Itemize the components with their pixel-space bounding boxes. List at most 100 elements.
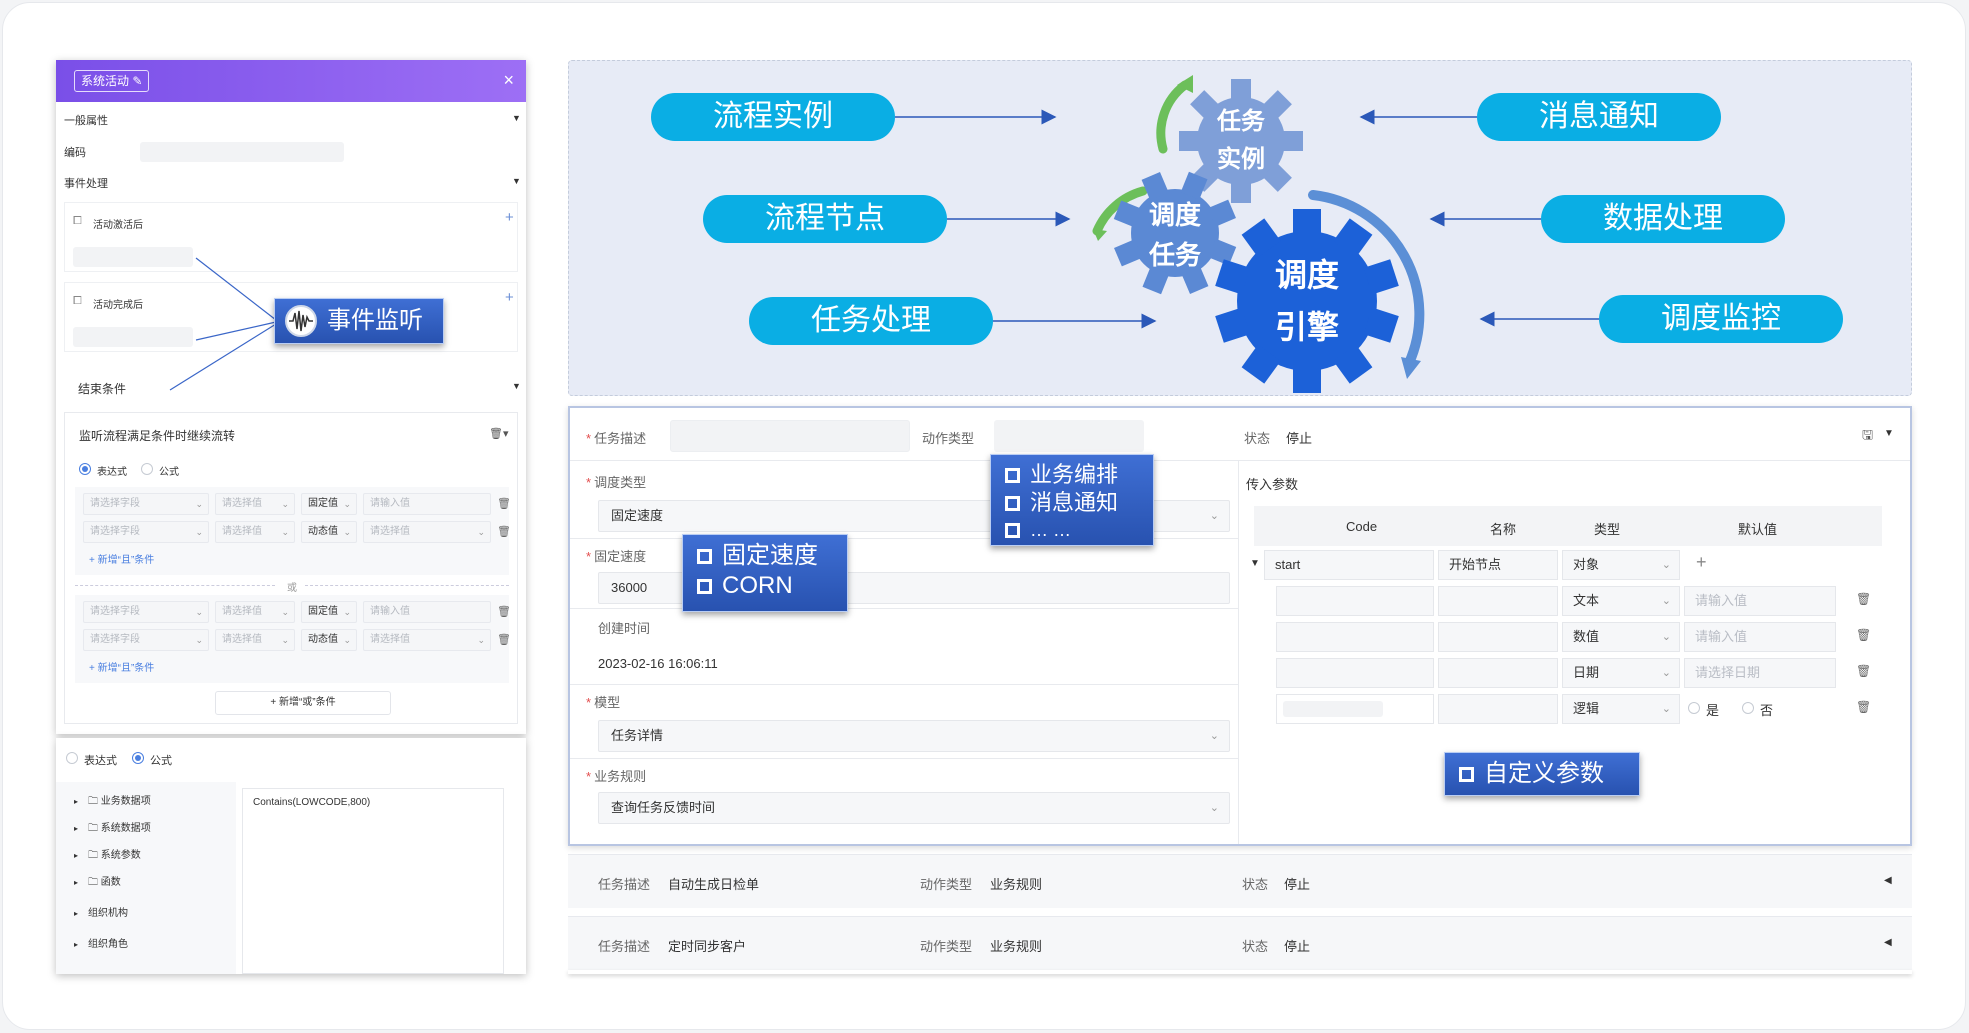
tree-item[interactable]: ▸组织角色 [74, 939, 128, 950]
select-dynamic-value[interactable]: 动态值⌄ [301, 521, 357, 543]
trash-icon[interactable]: 🗑 [1856, 664, 1872, 678]
save-icon[interactable]: 🖫 [1862, 427, 1874, 442]
radio-yes[interactable] [1688, 702, 1700, 714]
close-icon[interactable]: × [503, 70, 514, 90]
trash-icon[interactable]: 🗑 [497, 634, 511, 646]
select-value[interactable]: 请选择值⌄ [215, 521, 295, 543]
formula-editor[interactable]: Contains(LOWCODE,800) [242, 788, 504, 974]
add-and-condition[interactable]: + 新增“且”条件 [89, 663, 155, 674]
after-activate-placeholder[interactable] [73, 247, 193, 267]
radio-formula[interactable] [132, 752, 144, 764]
param-type[interactable]: 逻辑⌄ [1562, 694, 1680, 724]
delete-icon[interactable]: 🗑▾ [489, 428, 509, 440]
trash-icon[interactable]: 🗑 [497, 498, 511, 510]
chevron-down-icon[interactable]: ▼ [512, 176, 521, 186]
chevron-down-icon[interactable]: ▼ [1884, 428, 1894, 439]
task-row[interactable]: 任务描述 定时同步客户 动作类型 业务规则 状态 停止 ◀ [568, 916, 1912, 970]
trash-icon[interactable]: 🗑 [1856, 700, 1872, 714]
param-name[interactable] [1438, 622, 1558, 652]
expand-icon[interactable]: ◀ [1884, 937, 1892, 948]
param-name[interactable] [1438, 586, 1558, 616]
select-value[interactable]: 请选择值⌄ [363, 521, 491, 543]
task-desc-value: 定时同步客户 [668, 939, 747, 954]
tree-item[interactable]: ▸🗀 业务数据项 [74, 796, 151, 807]
end-condition-label: 结束条件 [78, 382, 127, 396]
trash-icon[interactable]: 🗑 [497, 526, 511, 538]
param-type[interactable]: 对象⌄ [1562, 550, 1680, 580]
code-label: 编码 [64, 147, 86, 159]
col-name: 名称 [1490, 522, 1517, 537]
radio-expression[interactable] [66, 752, 78, 764]
expand-icon[interactable]: ◀ [1884, 875, 1892, 886]
tree-item[interactable]: ▸🗀 函数 [74, 877, 121, 888]
select-fixed-value[interactable]: 固定值⌄ [301, 601, 357, 623]
param-code[interactable] [1276, 586, 1434, 616]
tree-item[interactable]: ▸🗀 系统数据项 [74, 823, 151, 834]
param-name[interactable] [1438, 694, 1558, 724]
param-type[interactable]: 文本⌄ [1562, 586, 1680, 616]
param-default[interactable]: 请输入值 [1684, 622, 1836, 652]
task-desc-input[interactable] [670, 420, 910, 452]
general-props-label: 一般属性 [64, 115, 108, 127]
radio-formula[interactable] [141, 463, 153, 475]
gear-task-instance-label: 任务实例 [1217, 108, 1265, 173]
param-default[interactable]: 请选择日期 [1684, 658, 1836, 688]
add-icon[interactable]: + [505, 209, 514, 226]
msg-notify-label: 消息通知 [1030, 490, 1119, 515]
action-type-input[interactable] [994, 420, 1144, 452]
select-field[interactable]: 请选择字段⌄ [83, 629, 209, 651]
add-and-condition[interactable]: + 新增“且”条件 [89, 555, 155, 566]
add-icon[interactable]: + [1696, 552, 1707, 572]
trash-icon[interactable]: 🗑 [497, 606, 511, 618]
panel-header: 系统活动 ✎ × [56, 60, 526, 102]
add-or-condition-button[interactable]: + 新增“或”条件 [215, 691, 391, 715]
event-listen-label: 事件监听 [327, 307, 423, 334]
select-value[interactable]: 请选择值⌄ [215, 629, 295, 651]
select-dynamic-value[interactable]: 动态值⌄ [301, 629, 357, 651]
select-value[interactable]: 请选择值⌄ [215, 493, 295, 515]
checkbox-icon [1459, 766, 1474, 782]
input-value[interactable]: 请输入值 [363, 601, 491, 623]
select-field[interactable]: 请选择字段⌄ [83, 521, 209, 543]
tree-area [56, 782, 236, 974]
param-code[interactable] [1276, 622, 1434, 652]
panel-title-tag[interactable]: 系统活动 ✎ [74, 70, 150, 92]
param-code[interactable] [1276, 658, 1434, 688]
action-type-value: 业务规则 [990, 939, 1043, 954]
radio-expression[interactable] [79, 463, 91, 475]
chevron-down-icon[interactable]: ▼ [512, 381, 521, 391]
select-field[interactable]: 请选择字段⌄ [83, 493, 209, 515]
trash-icon[interactable]: 🗑 [1856, 628, 1872, 642]
select-field[interactable]: 请选择字段⌄ [83, 601, 209, 623]
input-value[interactable]: 请输入值 [363, 493, 491, 515]
model-select[interactable]: 任务详情⌄ [598, 720, 1230, 752]
after-complete-placeholder[interactable] [73, 327, 193, 347]
status-label: 状态 [1242, 939, 1269, 954]
param-type[interactable]: 日期⌄ [1562, 658, 1680, 688]
col-code: Code [1346, 519, 1378, 534]
panel-title: 系统活动 [81, 74, 130, 88]
param-name[interactable] [1438, 658, 1558, 688]
or-label: 或 [287, 583, 297, 594]
condition-group-2: 请选择字段⌄ 请选择值⌄ 固定值⌄ 请输入值 🗑 请选择字段⌄ 请选择值⌄ 动态… [75, 595, 511, 683]
select-fixed-value[interactable]: 固定值⌄ [301, 493, 357, 515]
task-row[interactable]: 任务描述 自动生成日检单 动作类型 业务规则 状态 停止 ◀ [568, 854, 1912, 908]
tree-item[interactable]: ▸组织机构 [74, 908, 128, 919]
param-name[interactable]: 开始节点 [1438, 550, 1558, 580]
trash-icon[interactable]: 🗑 [1856, 592, 1872, 606]
param-type[interactable]: 数值⌄ [1562, 622, 1680, 652]
checkbox-icon [697, 578, 712, 594]
select-value[interactable]: 请选择值⌄ [363, 629, 491, 651]
param-code[interactable] [1276, 694, 1434, 724]
rule-select[interactable]: 查询任务反馈时间⌄ [598, 792, 1230, 824]
param-default[interactable]: 请输入值 [1684, 586, 1836, 616]
tree-item[interactable]: ▸🗀 系统参数 [74, 850, 141, 861]
radio-no[interactable] [1742, 702, 1754, 714]
param-code[interactable]: start [1264, 550, 1434, 580]
code-input[interactable] [140, 142, 344, 162]
chevron-down-icon[interactable]: ▼ [512, 113, 521, 123]
select-value[interactable]: 请选择值⌄ [215, 601, 295, 623]
add-icon[interactable]: + [505, 289, 514, 306]
gear-schedule-task-label: 调度任务 [1148, 200, 1201, 270]
collapse-icon[interactable]: ▼ [1250, 558, 1260, 569]
